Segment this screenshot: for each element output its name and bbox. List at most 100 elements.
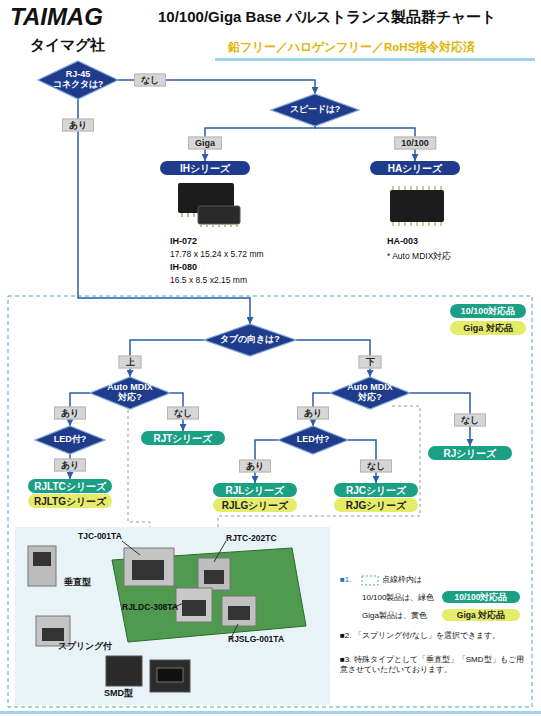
- branch-label: Giga: [188, 137, 222, 150]
- chip-body: [390, 190, 444, 222]
- jack-opening: [228, 606, 250, 620]
- diamond-shape: [278, 426, 348, 454]
- ih-chip-photo: [178, 183, 240, 227]
- smd-jack: [106, 656, 142, 686]
- note-text: 点線枠内は: [382, 575, 422, 585]
- footer-bar: [0, 711, 541, 714]
- branch-label: 10/100: [394, 137, 436, 150]
- branch-label: なし: [360, 460, 392, 473]
- style-name: スプリング付: [58, 641, 112, 652]
- series-pill: RJシリーズ: [428, 446, 512, 460]
- smd-jack: [150, 660, 190, 692]
- series-pill: RJLTCシリーズ: [28, 479, 112, 493]
- jack-opening: [132, 560, 164, 580]
- legend-swatch: 10/100対応品: [450, 304, 526, 318]
- node-text: RJCシリーズ: [346, 485, 406, 496]
- node-text: RJLGシリーズ: [222, 500, 289, 511]
- brand-logo: TAIMAG: [10, 3, 103, 32]
- part-number: RJLDC-308TA: [122, 602, 178, 612]
- node-text: RJLTGシリーズ: [34, 496, 106, 507]
- diamond-shape: [330, 377, 410, 409]
- series-pill: RJTシリーズ: [141, 431, 225, 445]
- flow-connector: [78, 99, 250, 324]
- part-number: IH-080: [170, 262, 197, 273]
- header-bar: [215, 58, 535, 61]
- series-pill: RJGシリーズ: [334, 498, 418, 512]
- connector-jack: [222, 596, 256, 626]
- branch-label: あり: [297, 407, 329, 420]
- branch-label: なし: [134, 74, 166, 87]
- node-text: RJLTCシリーズ: [34, 481, 105, 492]
- series-pill: RJLGシリーズ: [213, 498, 297, 512]
- node-text: タブの向きは?: [217, 335, 283, 345]
- node-text: スピードは?: [284, 105, 347, 115]
- jack-opening: [42, 628, 64, 641]
- legend-text: Giga 対応品: [463, 322, 513, 335]
- compliance-note: 鉛フリー／ハロゲンフリー／RoHS指令対応済: [228, 41, 475, 55]
- series-pill: RJCシリーズ: [334, 483, 418, 497]
- branch-label: あり: [62, 119, 94, 132]
- decision-diamond: Auto MDIX 対応?: [90, 377, 170, 409]
- color-key: 10/100対応品: [442, 591, 520, 603]
- ha-chip-photo: [390, 186, 444, 226]
- branch-label: なし: [167, 407, 199, 420]
- node-text: LED付?: [45, 435, 95, 445]
- branch-label: 下: [359, 356, 382, 369]
- series-pill: HAシリーズ: [370, 161, 460, 175]
- leader-line: [122, 541, 140, 555]
- chip-pins: [201, 224, 237, 227]
- connector-jack: [124, 548, 174, 586]
- node-text: RJシリーズ: [444, 448, 497, 459]
- node-text: HAシリーズ: [388, 163, 442, 174]
- node-text: Auto MDIX 対応?: [341, 383, 399, 403]
- decision-diamond: LED付?: [35, 426, 105, 454]
- dimension: 16.5 x 8.5 x2.15 mm: [170, 275, 247, 285]
- photo-area: [15, 527, 330, 705]
- dimension: 17.78 x 15.24 x 5.72 mm: [170, 249, 264, 259]
- node-text: RJGシリーズ: [346, 500, 407, 511]
- decision-diamond: スピードは?: [271, 94, 359, 126]
- connector-jack: [176, 588, 212, 622]
- part-number: HA-003: [387, 236, 418, 247]
- node-text: RJ-45 コネクタは?: [49, 70, 107, 90]
- legend-swatch: Giga 対応品: [450, 321, 526, 335]
- jack-opening: [33, 552, 51, 566]
- series-pill: IHシリーズ: [160, 161, 250, 175]
- branch-label: あり: [54, 459, 86, 472]
- style-name: 垂直型: [64, 577, 91, 588]
- connector-jack: [198, 558, 230, 590]
- decision-diamond: タブの向きは?: [204, 324, 296, 356]
- color-key: Giga 対応品: [442, 609, 520, 621]
- note-number: ■1.: [340, 575, 352, 585]
- pcb-board: [112, 548, 306, 642]
- branch-label: あり: [239, 460, 271, 473]
- diamond-shape: [90, 377, 170, 409]
- part-number: IH-072: [170, 236, 197, 247]
- vertical-jack: [28, 546, 56, 586]
- node-text: RJLシリーズ: [226, 485, 285, 496]
- note-text: 10/100製品は、緑色: [362, 593, 434, 603]
- chip-pins: [393, 186, 441, 226]
- company-name: タイマグ社: [30, 36, 105, 54]
- decision-diamond: RJ-45 コネクタは?: [38, 61, 118, 99]
- chip-body: [198, 206, 240, 224]
- node-text: LED付?: [288, 435, 338, 445]
- dashed-key: [362, 576, 378, 585]
- decision-diamond: Auto MDIX 対応?: [330, 377, 410, 409]
- series-pill: RJLシリーズ: [213, 483, 297, 497]
- leader-line: [214, 541, 226, 562]
- node-text: Auto MDIX 対応?: [101, 383, 159, 403]
- diamond-shape: [38, 61, 118, 99]
- style-name: SMD型: [104, 688, 133, 699]
- diamond-shape: [35, 426, 105, 454]
- branch-label: あり: [54, 407, 86, 420]
- part-number: RJSLG-001TA: [228, 634, 284, 644]
- chart-title: 10/100/Giga Base パルストランス製品群チャート: [158, 8, 496, 27]
- note-text: ■3. 特殊タイプとして「垂直型」「SMD型」もご用意させていただいております。: [340, 655, 530, 674]
- jack-opening: [204, 570, 224, 584]
- branch-label: 上: [119, 356, 142, 369]
- node-text: RJTシリーズ: [154, 433, 213, 444]
- diamond-shape: [271, 94, 359, 126]
- branch-label: なし: [454, 414, 486, 427]
- node-text: IHシリーズ: [180, 163, 230, 174]
